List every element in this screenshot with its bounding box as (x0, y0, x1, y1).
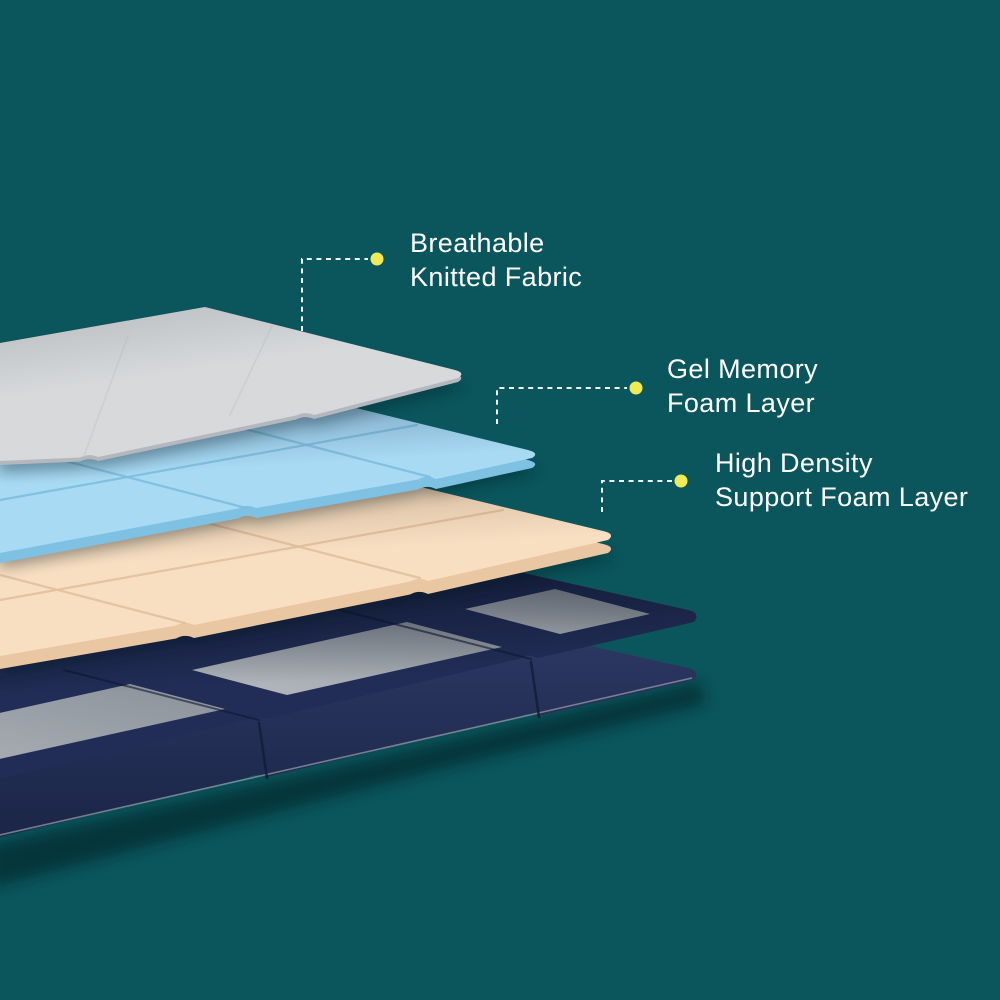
base-layer (0, 556, 697, 837)
callout-breathable-knitted-fabric: Breathable Knitted Fabric (301, 228, 582, 331)
callout-label-line1: High Density (715, 448, 873, 478)
base-ground-shadow (0, 682, 706, 886)
callout-high-density-support-foam-layer: High Density Support Foam Layer (601, 448, 968, 512)
callout-label-line2: Foam Layer (667, 388, 815, 418)
base-side-seam-left (257, 721, 269, 780)
callout-label-line1: Gel Memory (667, 354, 818, 384)
base-side-seam-right (529, 660, 541, 719)
callout-label-line1: Breathable (410, 228, 545, 258)
callout-dot (674, 474, 688, 488)
callout-label-line2: Knitted Fabric (410, 262, 582, 292)
callout-dot (370, 252, 384, 266)
callout-gel-memory-foam-layer: Gel Memory Foam Layer (496, 354, 818, 424)
leader-line (496, 387, 627, 424)
callout-dot (629, 381, 643, 395)
callout-label-line2: Support Foam Layer (715, 482, 968, 512)
leader-line (601, 480, 672, 512)
base-piping-line (0, 677, 693, 836)
leader-line (301, 258, 368, 331)
